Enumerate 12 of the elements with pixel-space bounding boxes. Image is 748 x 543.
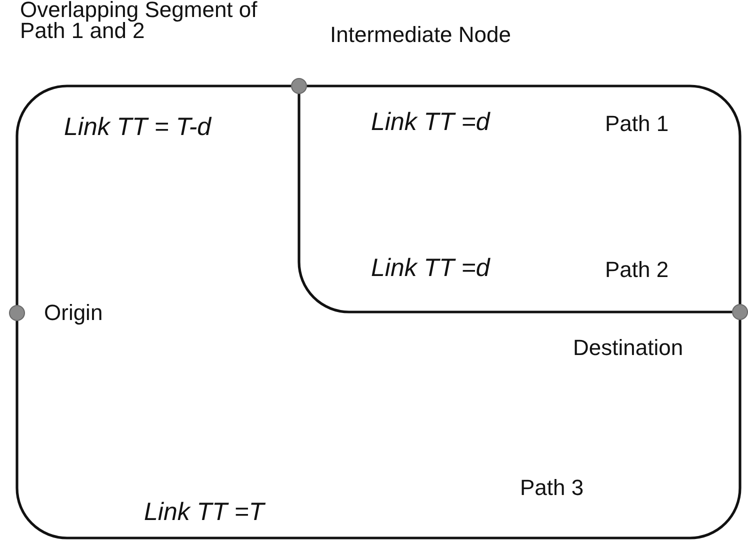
- text-label: Overlapping Segment of Path 1 and 2: [20, 0, 258, 41]
- node-dot: [9, 305, 25, 321]
- text-label: Path 2: [605, 258, 669, 282]
- node-dot: [732, 304, 748, 320]
- node-label: Destination: [573, 336, 684, 360]
- path-line: [16, 320, 742, 540]
- node-label: Origin: [44, 301, 103, 325]
- text-label: Path 1: [605, 112, 669, 136]
- node-label: Intermediate Node: [330, 23, 511, 47]
- path-line: [16, 84, 291, 305]
- text-label: Path 3: [520, 476, 584, 500]
- node-dot: [291, 78, 307, 94]
